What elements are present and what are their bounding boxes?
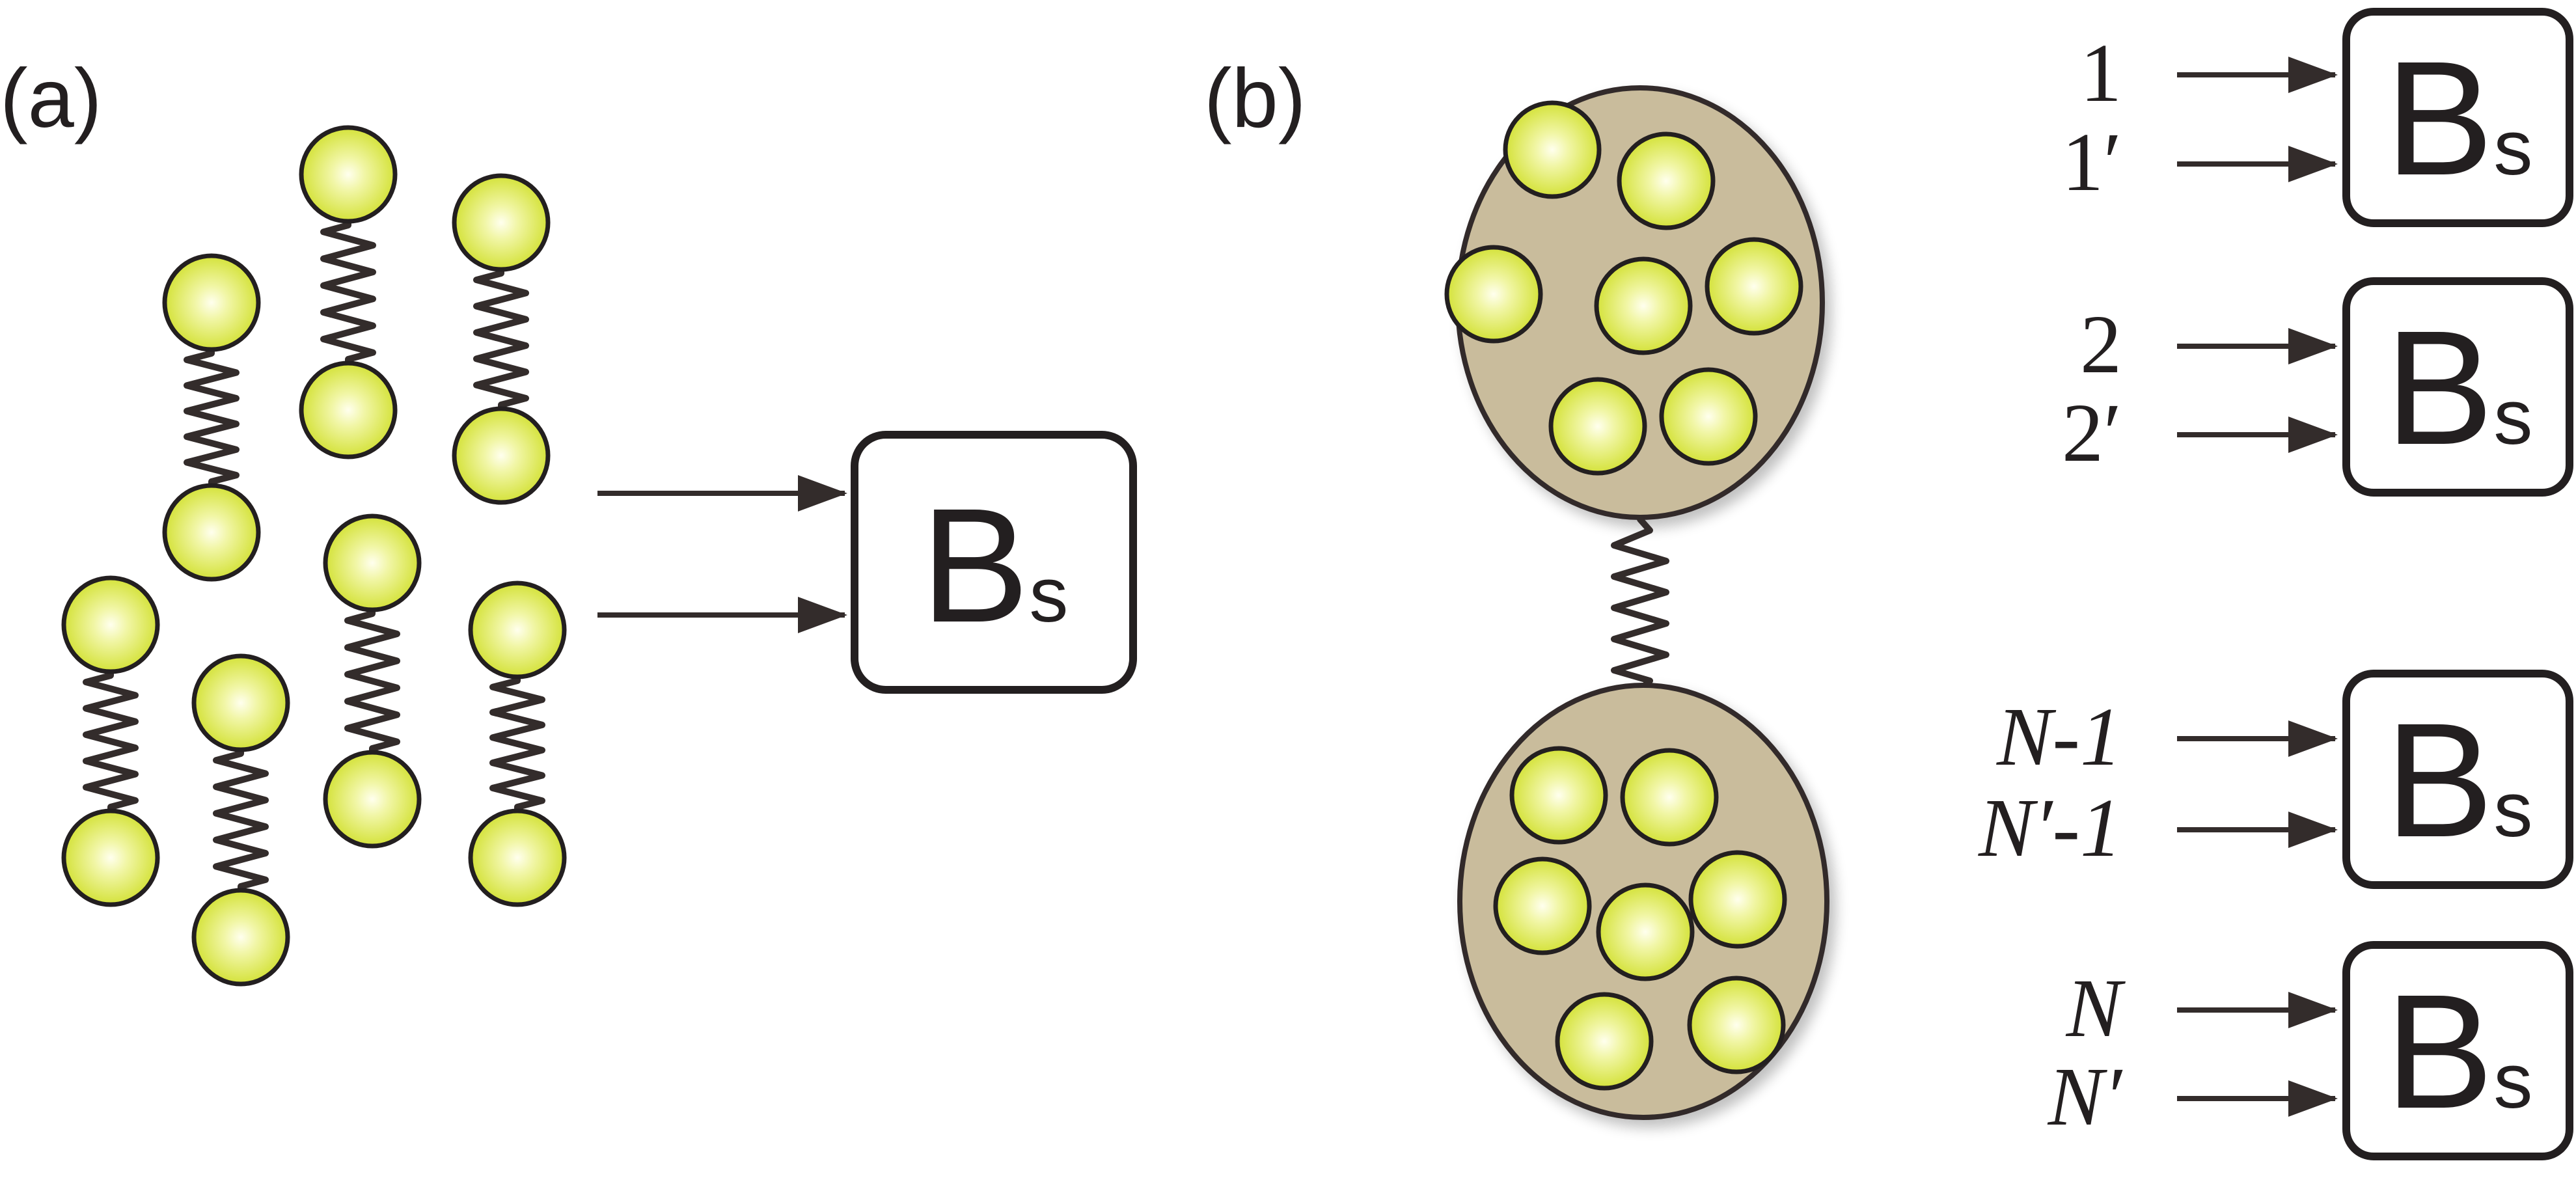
dimer-7-ball-top bbox=[468, 581, 567, 679]
dimer-3-spring bbox=[473, 258, 529, 420]
row-2-label-top: 2 bbox=[2080, 298, 2122, 390]
svg-text:Bs: Bs bbox=[2385, 689, 2533, 871]
row-4: NN′ Bs bbox=[2048, 941, 2573, 1160]
dimer-6-ball-top bbox=[323, 513, 422, 612]
cluster-balls bbox=[1444, 100, 1803, 1091]
cluster-ball-7 bbox=[1659, 367, 1758, 466]
cluster-ball-8 bbox=[1509, 746, 1608, 845]
cluster-ball-2 bbox=[1617, 131, 1716, 230]
dimer-4-ball-top bbox=[61, 575, 160, 674]
dimer-4-ball-bottom bbox=[61, 808, 160, 907]
row-1-label-top: 1 bbox=[2080, 27, 2122, 119]
dimer-3-ball-top bbox=[452, 173, 551, 272]
cluster-ball-3 bbox=[1444, 245, 1543, 344]
row-3: N-1N′-1 Bs bbox=[1978, 670, 2573, 889]
cluster-ball-5 bbox=[1705, 237, 1803, 336]
row-3-bs-sub: s bbox=[2493, 766, 2532, 853]
cluster-ball-4 bbox=[1594, 256, 1693, 355]
dimer-3-ball-bottom bbox=[452, 406, 551, 505]
dimer-6-spring bbox=[344, 599, 400, 763]
row-4-label-bottom: N′ bbox=[2048, 1050, 2123, 1143]
svg-text:Bs: Bs bbox=[921, 474, 1069, 656]
cluster-ball-14 bbox=[1687, 976, 1786, 1074]
panel-a-label: (a) bbox=[0, 52, 102, 145]
dimer-7-spring bbox=[489, 666, 545, 822]
dimer-5-spring bbox=[213, 739, 269, 901]
row-4-label-top: N bbox=[2066, 962, 2126, 1054]
row-1-label-bottom: 1′ bbox=[2062, 116, 2122, 208]
row-3-label-bottom: N′-1 bbox=[1978, 782, 2122, 874]
bs-box-a-sub: s bbox=[1029, 551, 1068, 638]
row-2-bs-sub: s bbox=[2493, 374, 2532, 461]
row-1-bs-box: Bs bbox=[2342, 8, 2573, 227]
dimer-4-spring bbox=[83, 661, 139, 822]
dimer-2-ball-top bbox=[162, 253, 261, 352]
dimer-1-ball-bottom bbox=[299, 361, 398, 459]
svg-text:Bs: Bs bbox=[2385, 297, 2533, 478]
cluster-ball-10 bbox=[1493, 856, 1592, 955]
cluster-ball-12 bbox=[1688, 850, 1787, 949]
cluster-ball-1 bbox=[1503, 100, 1602, 199]
row-3-bs-main: B bbox=[2385, 689, 2494, 871]
panel-b-label: (b) bbox=[1204, 52, 1306, 145]
row-2-bs-box: Bs bbox=[2342, 277, 2573, 497]
row-2: 22′ Bs bbox=[2062, 277, 2573, 497]
row-3-label-top: N-1 bbox=[1996, 690, 2122, 783]
row-1: 11′ Bs bbox=[2062, 8, 2573, 227]
cluster-spring bbox=[1611, 516, 1669, 693]
dimer-7-ball-bottom bbox=[468, 808, 567, 907]
dimer-2-spring bbox=[184, 338, 240, 497]
row-4-bs-sub: s bbox=[2493, 1037, 2532, 1125]
row-1-bs-sub: s bbox=[2493, 104, 2532, 191]
panel-a: (a) Bs bbox=[0, 52, 1137, 987]
dimer-6-ball-bottom bbox=[323, 750, 422, 849]
row-2-label-bottom: 2′ bbox=[2062, 387, 2122, 479]
bs-box-a-main: B bbox=[921, 474, 1030, 656]
cluster-ball-6 bbox=[1548, 377, 1647, 476]
dimer-1-spring bbox=[320, 210, 376, 374]
dimer-5-ball-top bbox=[191, 653, 290, 752]
row-2-bs-main: B bbox=[2385, 297, 2494, 478]
row-4-bs-main: B bbox=[2385, 961, 2494, 1142]
cluster-ball-13 bbox=[1555, 992, 1654, 1091]
dimer-1-ball-top bbox=[299, 125, 398, 224]
dimer-5-ball-bottom bbox=[191, 888, 290, 987]
dimer-2-ball-bottom bbox=[162, 483, 261, 582]
row-4-bs-box: Bs bbox=[2342, 941, 2573, 1160]
cluster-ball-9 bbox=[1620, 748, 1719, 847]
row-1-bs-main: B bbox=[2385, 27, 2494, 209]
dimer-group-a bbox=[61, 125, 567, 987]
svg-text:Bs: Bs bbox=[2385, 27, 2533, 209]
row-3-bs-box: Bs bbox=[2342, 670, 2573, 889]
svg-text:Bs: Bs bbox=[2385, 961, 2533, 1142]
cluster-ball-11 bbox=[1596, 882, 1695, 981]
bs-box-a: Bs bbox=[851, 431, 1137, 694]
